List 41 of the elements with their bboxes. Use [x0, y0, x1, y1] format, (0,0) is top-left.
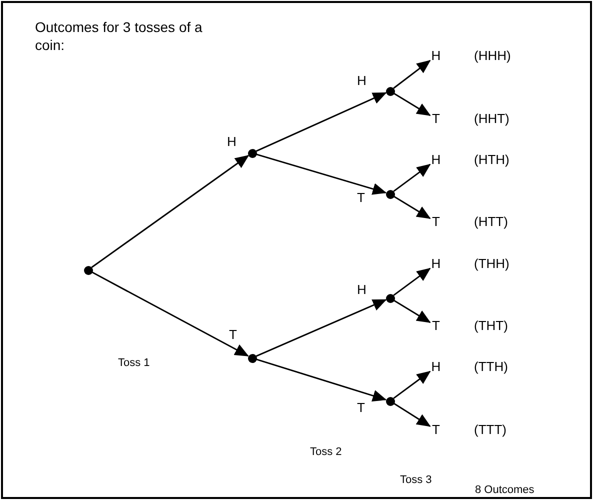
outcome-label: Toss 2: [310, 445, 342, 460]
outcome-label: (TTT): [474, 422, 506, 437]
arrow: [256, 358, 387, 402]
arrow: [393, 370, 431, 399]
edge-label: H: [356, 73, 368, 88]
outcome-letter: H: [430, 256, 442, 272]
outcome-label: Toss 3: [400, 473, 432, 488]
edge-label: H: [226, 134, 238, 149]
edge-label: T: [356, 400, 366, 415]
outcome-letter: H: [430, 48, 442, 64]
arrow: [393, 268, 431, 296]
outcome-label: (HTH): [474, 152, 510, 167]
outcome-letter: T: [430, 214, 442, 230]
arrow: [256, 299, 387, 357]
arrow: [92, 271, 249, 357]
arrow: [393, 92, 431, 116]
outcome-label: (HTT): [474, 214, 508, 229]
outcome-label: (THH): [474, 256, 510, 271]
outcome-letter: T: [430, 422, 442, 438]
outcome-label: (TTH): [474, 359, 508, 374]
arrow: [91, 155, 250, 268]
arrow: [393, 196, 431, 219]
outcome-letter: T: [430, 318, 442, 334]
outcome-label: (HHH): [474, 48, 511, 63]
arrow: [393, 300, 431, 323]
outcome-letter: T: [430, 111, 442, 127]
edge-label: T: [356, 190, 366, 205]
outcome-letter: H: [430, 152, 442, 168]
arrow: [256, 154, 387, 195]
arrow: [393, 60, 431, 89]
outcome-label: Toss 1: [118, 356, 150, 371]
outcome-label: (HHT): [474, 111, 510, 126]
outcome-label: 8 Outcomes: [475, 483, 534, 498]
arrow: [393, 402, 431, 427]
title: Outcomes for 3 tosses of a coin:: [35, 18, 203, 54]
arrow: [393, 164, 431, 192]
edge-label: T: [228, 327, 238, 342]
arrow: [256, 92, 387, 152]
outcome-letter: H: [430, 359, 442, 375]
edge-label: H: [356, 282, 368, 297]
outcome-label: (THT): [474, 318, 508, 333]
